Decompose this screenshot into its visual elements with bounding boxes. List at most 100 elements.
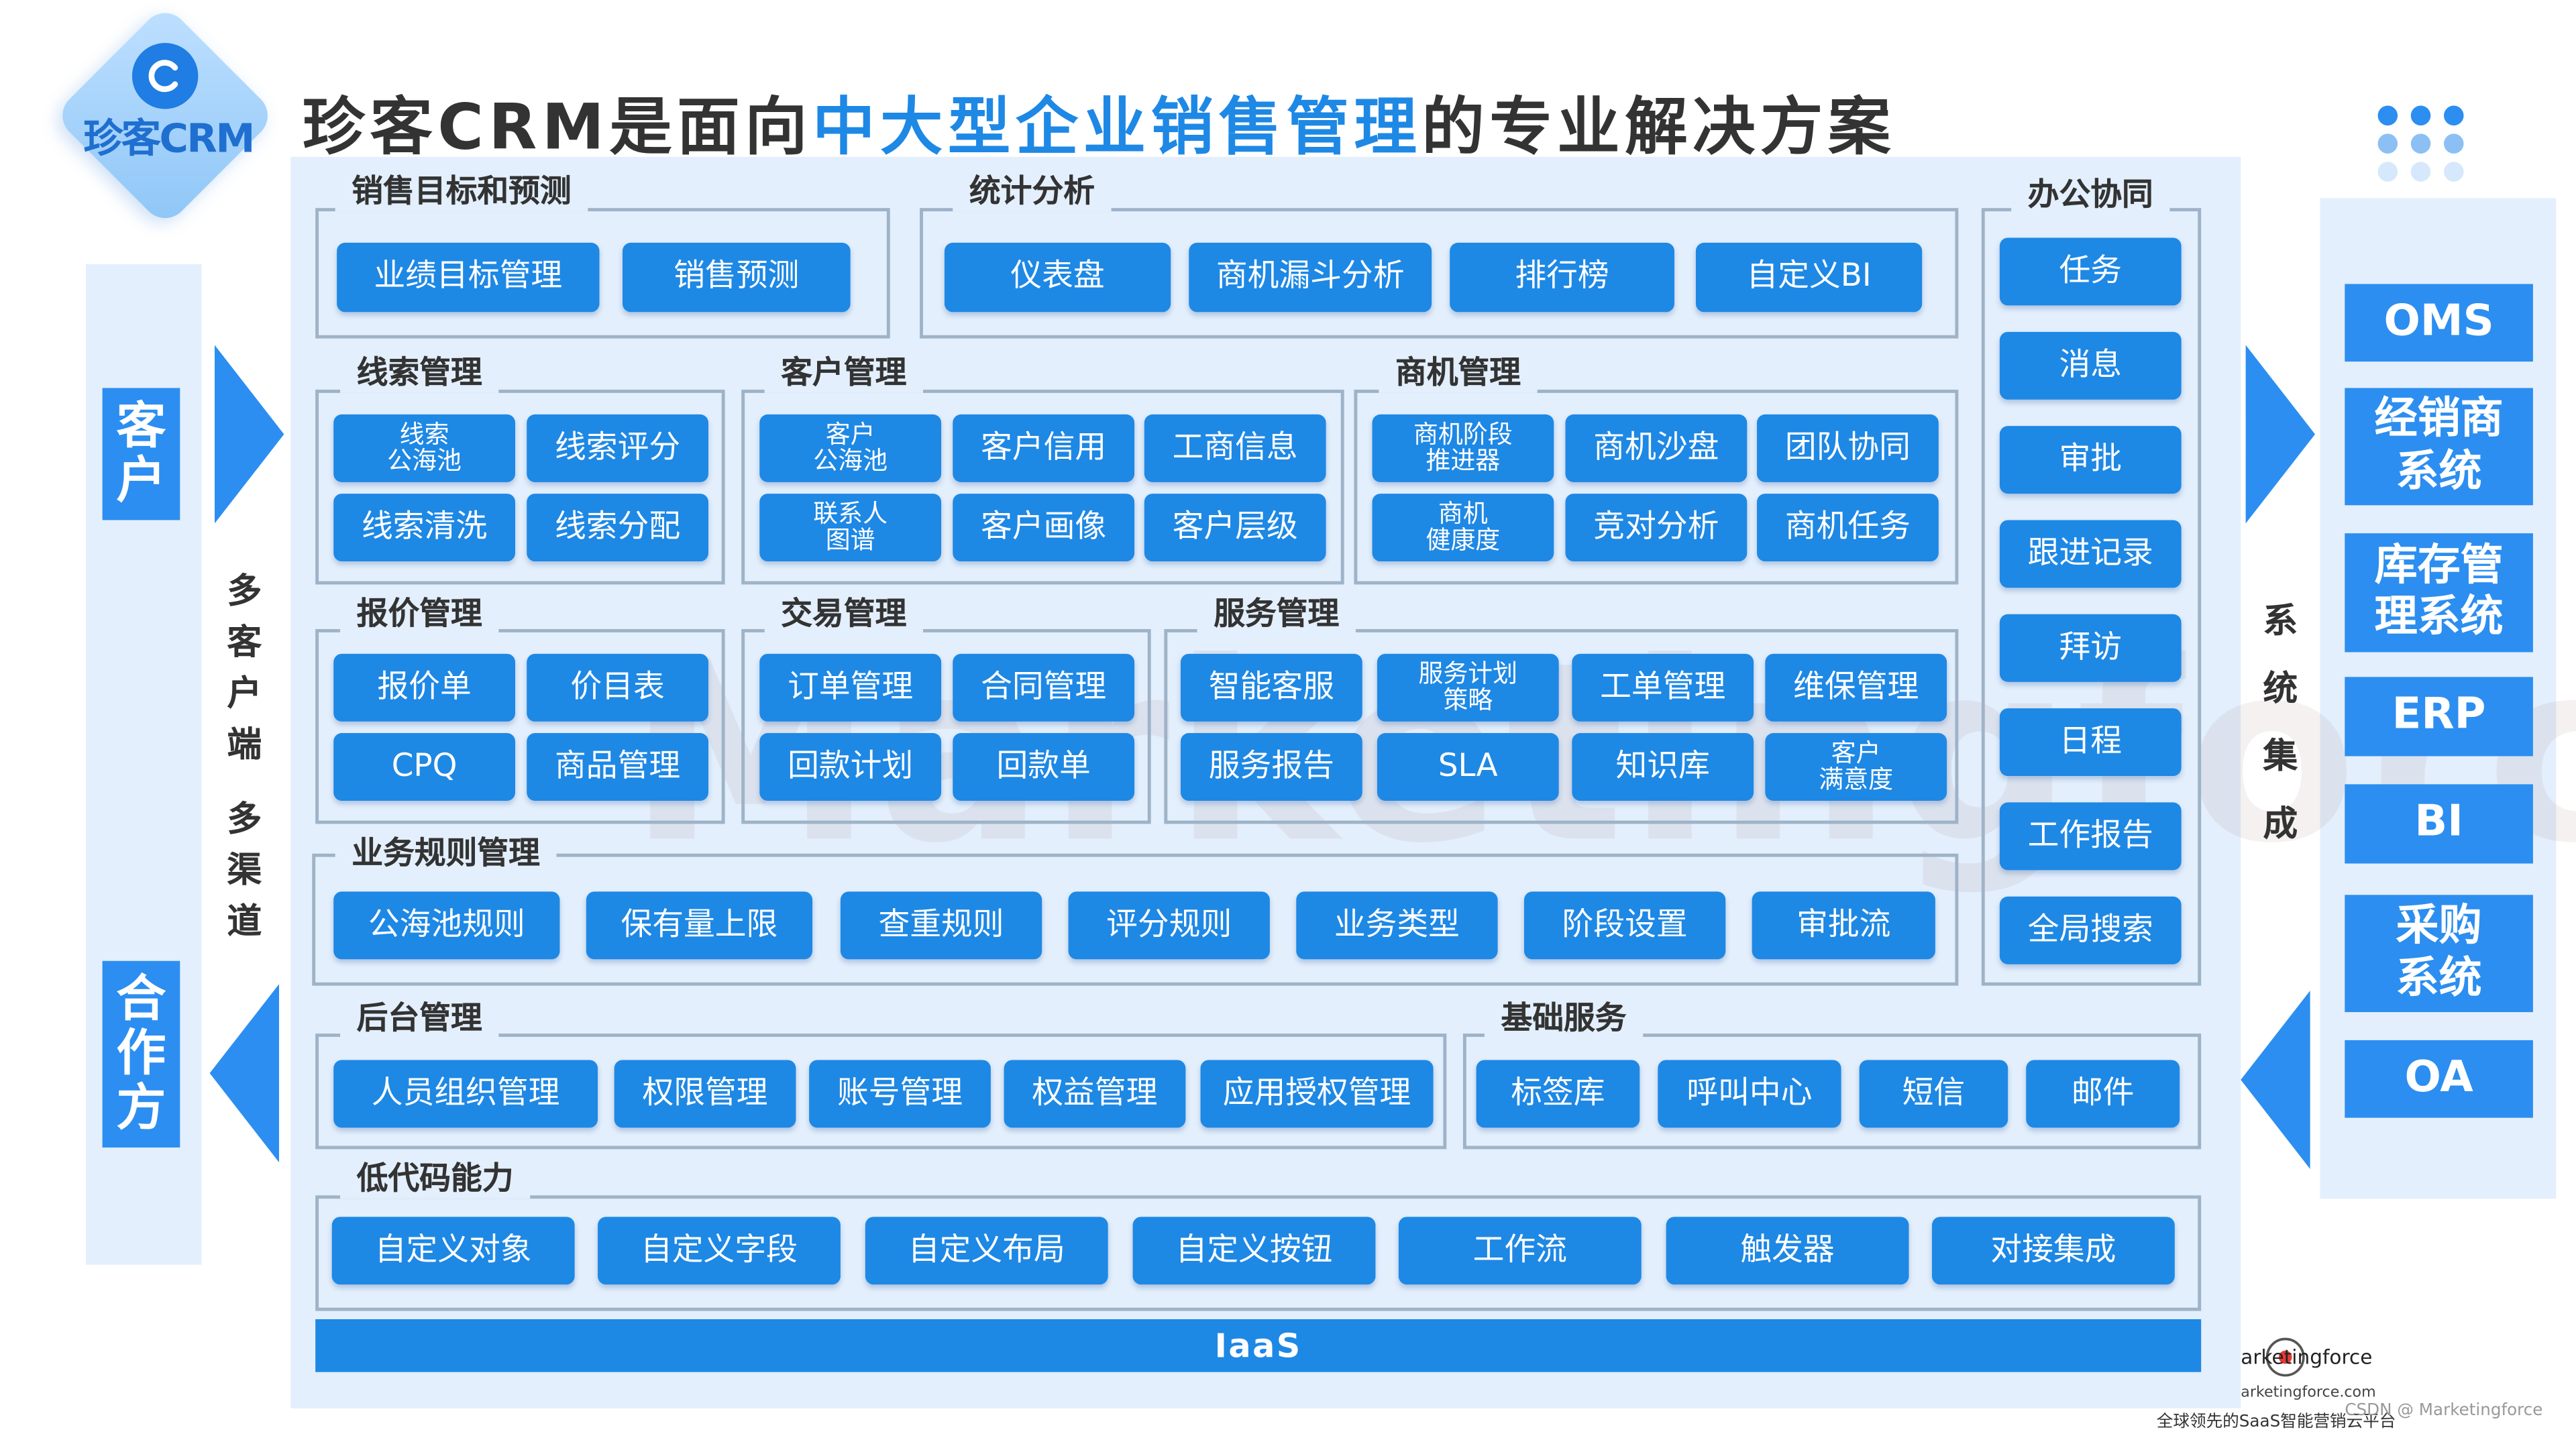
module-button[interactable]: 业绩目标管理 <box>337 242 600 313</box>
module-button[interactable]: 智能客服 <box>1180 653 1362 722</box>
system-integration-label: 系 统 集 成 <box>2263 601 2298 844</box>
module-button[interactable]: 团队协同 <box>1757 414 1939 482</box>
module-button[interactable]: 自定义布局 <box>865 1217 1108 1285</box>
module-button[interactable]: 审批 <box>1999 426 2182 494</box>
footer-url: arketingforce.com <box>2241 1385 2376 1402</box>
module-button[interactable]: SLA <box>1377 733 1559 801</box>
module-button[interactable]: 仪表盘 <box>944 242 1171 313</box>
module-button[interactable]: 商机阶段 推进器 <box>1372 414 1554 482</box>
module-button[interactable]: 客户信用 <box>953 414 1135 482</box>
title-highlight: 中大型企业销售管理 <box>812 91 1422 164</box>
module-button[interactable]: 消息 <box>1999 331 2182 400</box>
module-button[interactable]: 排行榜 <box>1450 242 1674 313</box>
module-button[interactable]: 自定义按钮 <box>1132 1217 1376 1285</box>
arrow-right-icon <box>214 345 284 524</box>
module-button[interactable]: 业务类型 <box>1296 891 1498 960</box>
section-title: 商机管理 <box>1379 353 1538 393</box>
module-button[interactable]: 任务 <box>1999 237 2182 306</box>
module-button[interactable]: 全局搜索 <box>1999 896 2182 964</box>
module-button[interactable]: 权限管理 <box>614 1060 796 1128</box>
section-basic <box>1462 1034 2202 1150</box>
module-button[interactable]: 邮件 <box>2026 1060 2180 1128</box>
arrow-left-icon <box>2241 991 2310 1169</box>
section-title: 服务管理 <box>1197 594 1356 634</box>
module-button[interactable]: 跟进记录 <box>1999 520 2182 588</box>
module-button[interactable]: 自定义字段 <box>598 1217 841 1285</box>
multi-client-label: 多 客 户 端 <box>227 571 262 765</box>
customer-label: 客 户 <box>102 388 180 520</box>
module-button[interactable]: 商机任务 <box>1757 494 1939 562</box>
module-button[interactable]: 工作流 <box>1398 1217 1642 1285</box>
module-button[interactable]: 对接集成 <box>1931 1217 2175 1285</box>
partner-label: 合 作 方 <box>102 960 180 1148</box>
module-button[interactable]: 服务报告 <box>1180 733 1362 801</box>
module-button[interactable]: 权益管理 <box>1004 1060 1186 1128</box>
system-distributor: 经销商 系统 <box>2345 388 2533 506</box>
arrow-left-icon <box>209 984 279 1163</box>
module-button[interactable]: 线索分配 <box>527 494 708 562</box>
module-button[interactable]: 线索 公海池 <box>333 414 515 482</box>
module-button[interactable]: 保有量上限 <box>586 891 813 960</box>
module-button[interactable]: 商品管理 <box>527 733 708 801</box>
title-suffix: 的专业解决方案 <box>1421 91 1896 164</box>
module-button[interactable]: 回款计划 <box>759 733 942 801</box>
section-title: 办公协同 <box>2011 174 2170 215</box>
module-button[interactable]: 工商信息 <box>1144 414 1326 482</box>
module-button[interactable]: 触发器 <box>1666 1217 1909 1285</box>
module-button[interactable]: 订单管理 <box>759 653 942 722</box>
section-title: 业务规则管理 <box>335 834 557 874</box>
module-button[interactable]: 工作报告 <box>1999 802 2182 871</box>
footer-credit: CSDN @ Marketingforce <box>2345 1402 2543 1421</box>
module-button[interactable]: 人员组织管理 <box>333 1060 598 1128</box>
module-button[interactable]: 联系人 图谱 <box>759 494 942 562</box>
module-button[interactable]: 价目表 <box>527 653 708 722</box>
module-button[interactable]: 公海池规则 <box>333 891 560 960</box>
module-button[interactable]: 商机 健康度 <box>1372 494 1554 562</box>
section-stats <box>920 208 1959 339</box>
module-button[interactable]: 合同管理 <box>953 653 1135 722</box>
arrow-right-icon <box>2245 345 2316 524</box>
module-button[interactable]: 账号管理 <box>809 1060 991 1128</box>
module-button[interactable]: 服务计划 策略 <box>1377 653 1559 722</box>
module-button[interactable]: 自定义BI <box>1695 242 1923 313</box>
module-button[interactable]: 审批流 <box>1752 891 1935 960</box>
multi-channel-label: 多 渠 道 <box>227 799 262 942</box>
module-button[interactable]: 回款单 <box>953 733 1135 801</box>
module-button[interactable]: 客户层级 <box>1144 494 1326 562</box>
module-button[interactable]: 客户画像 <box>953 494 1135 562</box>
title-prefix: 珍客CRM是面向 <box>302 91 812 164</box>
module-button[interactable]: 阶段设置 <box>1523 891 1726 960</box>
system-procurement: 采购 系统 <box>2345 895 2533 1013</box>
module-button[interactable]: 拜访 <box>1999 614 2182 682</box>
logo-text: 珍客CRM <box>83 115 255 162</box>
module-button[interactable]: 呼叫中心 <box>1658 1060 1841 1128</box>
module-button[interactable]: 线索清洗 <box>333 494 515 562</box>
module-button[interactable]: 工单管理 <box>1572 653 1754 722</box>
module-button[interactable]: 自定义对象 <box>331 1217 575 1285</box>
module-button[interactable]: 知识库 <box>1572 733 1754 801</box>
module-button[interactable]: 竞对分析 <box>1565 494 1748 562</box>
module-button[interactable]: 评分规则 <box>1068 891 1270 960</box>
section-leads <box>315 389 725 585</box>
module-button[interactable]: 维保管理 <box>1765 653 1947 722</box>
module-button[interactable]: 线索评分 <box>527 414 708 482</box>
section-quote <box>315 628 725 824</box>
dots-icon <box>2377 105 2467 182</box>
module-button[interactable]: 日程 <box>1999 708 2182 777</box>
section-lowcode <box>315 1195 2202 1311</box>
module-button[interactable]: 标签库 <box>1476 1060 1640 1128</box>
module-button[interactable]: 商机漏斗分析 <box>1189 242 1432 313</box>
system-inventory: 库存管 理系统 <box>2345 533 2533 653</box>
section-title: 统计分析 <box>953 172 1112 212</box>
module-button[interactable]: 查重规则 <box>840 891 1042 960</box>
module-button[interactable]: 报价单 <box>333 653 515 722</box>
module-button[interactable]: 商机沙盘 <box>1565 414 1748 482</box>
module-button[interactable]: 应用授权管理 <box>1200 1060 1434 1128</box>
iaas-bar: IaaS <box>315 1319 2202 1372</box>
system-oa: OA <box>2345 1040 2533 1118</box>
module-button[interactable]: 客户 公海池 <box>759 414 942 482</box>
module-button[interactable]: CPQ <box>333 733 515 801</box>
module-button[interactable]: 短信 <box>1859 1060 2008 1128</box>
module-button[interactable]: 客户 满意度 <box>1765 733 1947 801</box>
module-button[interactable]: 销售预测 <box>622 242 851 313</box>
